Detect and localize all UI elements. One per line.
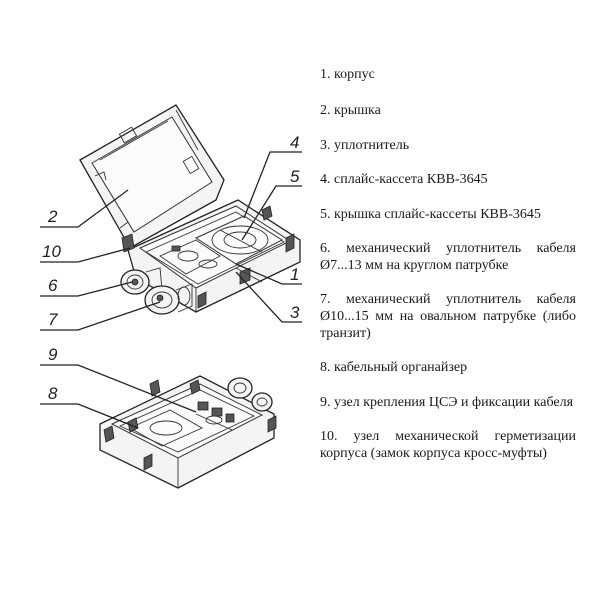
callout-10: 10 [42, 242, 61, 261]
oval-cable-port [144, 283, 193, 315]
legend-item-1: 1. корпус [320, 67, 375, 82]
legend-item-10: 10. узел механической герметизации корпу… [320, 429, 576, 461]
callout-3: 3 [290, 303, 300, 322]
legend-item-7: 7. механический уплотнитель кабеля Ø10..… [320, 292, 576, 341]
cse-mount-assembly [195, 401, 235, 431]
callout-2: 2 [47, 207, 58, 226]
splice-cassette-lid [211, 225, 269, 255]
callout-8: 8 [48, 384, 58, 403]
lower-cable-organizer [129, 409, 203, 447]
round-cable-port [120, 267, 163, 295]
enclosure-open-with-lid [79, 104, 301, 315]
lid-inner-panel [91, 116, 213, 233]
parts-legend: 1. корпус 2. крышка 3. уплотнитель 4. сп… [320, 66, 576, 462]
enclosure-base-view [99, 375, 277, 489]
callout-4: 4 [290, 133, 299, 152]
callout-9: 9 [48, 345, 58, 364]
legend-item-5: 5. крышка сплайс-кассеты КВВ-3645 [320, 207, 541, 222]
callout-5: 5 [290, 167, 300, 186]
legend-item-2: 2. крышка [320, 103, 381, 118]
legend-item-9: 9. узел крепления ЦСЭ и фиксации кабеля [320, 395, 574, 410]
callout-numbers: 2 10 6 7 9 8 4 5 1 3 [42, 133, 300, 403]
callout-7: 7 [48, 310, 58, 329]
callout-1: 1 [290, 265, 299, 284]
callout-6: 6 [48, 276, 58, 295]
latch [121, 233, 135, 253]
legend-item-8: 8. кабельный органайзер [320, 360, 468, 375]
leader-lines [40, 151, 302, 429]
legend-item-3: 3. уплотнитель [320, 138, 410, 153]
legend-item-4: 4. сплайс-кассета КВВ-3645 [320, 172, 488, 187]
legend-item-6: 6. механический уплотнитель кабеля Ø7...… [320, 241, 576, 273]
